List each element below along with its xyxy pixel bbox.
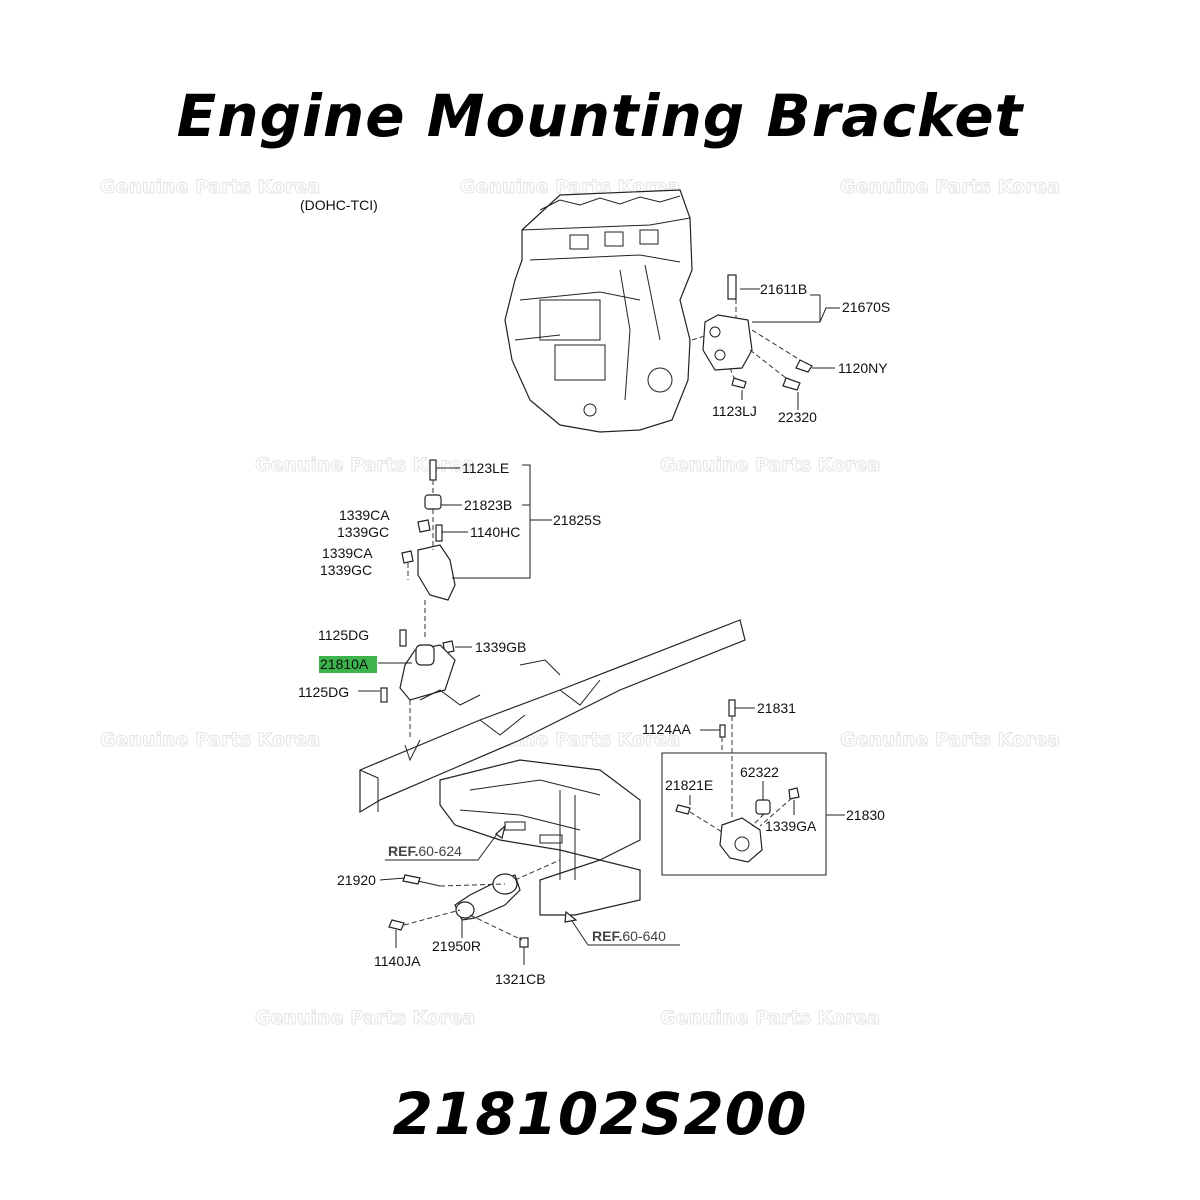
callout-1339GA: 1339GA xyxy=(765,818,817,834)
ref-prefix: REF. xyxy=(592,928,622,944)
callout-1140JA: 1140JA xyxy=(374,953,421,969)
ref-60-640 xyxy=(564,910,680,946)
watermarks: Genuine Parts Korea Genuine Parts Korea … xyxy=(100,176,1061,1030)
callout-1140HC: 1140HC xyxy=(470,524,520,540)
watermark: Genuine Parts Korea xyxy=(100,176,320,198)
bracket-21825S-drawing xyxy=(401,459,552,601)
watermark: Genuine Parts Korea xyxy=(840,176,1060,198)
ref-code: 60-640 xyxy=(622,928,666,944)
ref-60-624 xyxy=(385,824,507,861)
callout-21821E: 21821E xyxy=(665,777,713,793)
callout-1123LJ: 1123LJ xyxy=(712,403,757,419)
callout-1339GC: 1339GC xyxy=(320,562,372,578)
callout-21823B: 21823B xyxy=(464,497,512,513)
watermark: Genuine Parts Korea xyxy=(100,729,320,751)
callout-1123LE: 1123LE xyxy=(462,460,509,476)
page-title: Engine Mounting Bracket xyxy=(176,82,1024,150)
callout-1124AA: 1124AA xyxy=(642,721,691,737)
watermark: Genuine Parts Korea xyxy=(255,1007,475,1029)
mount-21810A-drawing xyxy=(358,600,472,740)
callout-1120NY: 1120NY xyxy=(838,360,888,376)
bracket-21830-drawing xyxy=(661,699,845,876)
watermark: Genuine Parts Korea xyxy=(255,454,475,476)
callout-21611B: 21611B xyxy=(760,281,807,297)
callout-1339GB: 1339GB xyxy=(475,639,526,655)
callout-21810A: 21810A xyxy=(320,656,369,672)
callout-1125DG: 1125DG xyxy=(318,627,369,643)
watermark: Genuine Parts Korea xyxy=(660,454,880,476)
ref-code: 60-624 xyxy=(418,843,462,859)
ref-prefix: REF. xyxy=(388,843,418,859)
variant-label: (DOHC-TCI) xyxy=(300,197,378,213)
ref-label-60-640: REF.60-640 xyxy=(592,928,666,944)
callout-21670S: 21670S xyxy=(842,299,890,315)
watermark: Genuine Parts Korea xyxy=(840,729,1060,751)
callout-1339GC: 1339GC xyxy=(337,524,389,540)
engine-block-drawing xyxy=(504,189,693,433)
callout-1321CB: 1321CB xyxy=(495,971,546,987)
callout-21831: 21831 xyxy=(757,700,796,716)
callout-21950R: 21950R xyxy=(432,938,481,954)
callout-22320: 22320 xyxy=(778,409,817,425)
callout-62322: 62322 xyxy=(740,764,779,780)
highlight-21810A xyxy=(319,656,377,673)
chassis-frame-drawing xyxy=(359,619,746,916)
callout-21830: 21830 xyxy=(846,807,885,823)
torque-rod-21950R-drawing xyxy=(379,859,561,965)
callout-1339CA: 1339CA xyxy=(322,545,373,561)
ref-label-60-624: REF.60-624 xyxy=(388,843,462,859)
part-number: 218102S200 xyxy=(392,1080,808,1148)
watermark: Genuine Parts Korea xyxy=(660,1007,880,1029)
callout-1125DG: 1125DG xyxy=(298,684,349,700)
callout-1339CA: 1339CA xyxy=(339,507,390,523)
callout-21825S: 21825S xyxy=(553,512,601,528)
callout-21920: 21920 xyxy=(337,872,376,888)
bracket-21670S-drawing xyxy=(691,274,840,410)
